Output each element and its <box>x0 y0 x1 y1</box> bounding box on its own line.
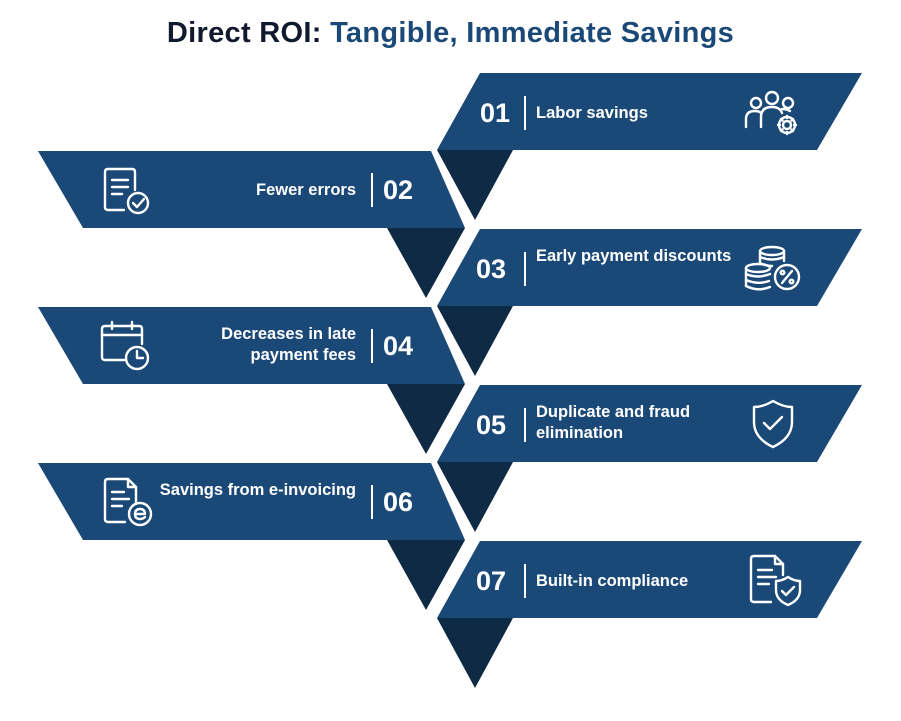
document-check-icon <box>103 167 150 215</box>
step-07-divider <box>524 564 526 598</box>
step-05-divider <box>524 408 526 442</box>
title-part-1: Direct ROI: <box>166 17 322 49</box>
step-03-number: 03 <box>476 254 507 284</box>
document-shield-icon <box>749 554 802 607</box>
step-03-label: Early payment discounts <box>536 247 732 265</box>
step-07-panel <box>437 541 862 618</box>
step-06-divider <box>371 485 373 519</box>
step-03-shadow <box>437 306 513 376</box>
step-02-label: Fewer errors <box>256 181 356 199</box>
people-gear-icon <box>744 90 798 136</box>
step-04-shadow <box>387 384 465 454</box>
step-01-label: Labor savings <box>536 104 648 122</box>
document-e-icon <box>103 477 153 527</box>
step-06-label: Savings from e-invoicing <box>159 481 356 499</box>
step-03-panel <box>437 229 862 306</box>
step-02-shadow <box>387 228 465 298</box>
step-06-number: 06 <box>383 487 414 517</box>
step-05-shadow <box>437 462 513 532</box>
step-06-panel <box>38 463 465 540</box>
step-05-label: Duplicate and fraud elimination <box>536 403 691 442</box>
step-05-panel <box>437 385 862 462</box>
step-06-shadow <box>387 540 465 610</box>
step-04-label: Decreases in late payment fees <box>221 325 356 364</box>
coins-percent-icon <box>744 245 801 291</box>
step-04-number: 04 <box>383 331 414 361</box>
step-07-label: Built-in compliance <box>536 572 689 590</box>
step-05-number: 05 <box>476 410 507 440</box>
step-01-number: 01 <box>480 98 511 128</box>
step-01-panel <box>437 73 862 150</box>
step-07-shadow <box>437 618 513 688</box>
shield-check-icon <box>752 399 794 449</box>
title-part-2: Tangible, Immediate Savings <box>330 17 735 49</box>
step-04-divider <box>371 329 373 363</box>
step-03-divider <box>524 252 526 286</box>
step-02-number: 02 <box>383 175 414 205</box>
calendar-clock-icon <box>100 320 150 371</box>
page-title: Direct ROI: Tangible, Immediate Savings <box>0 17 901 50</box>
step-07-number: 07 <box>476 566 507 596</box>
step-01-divider <box>524 96 526 130</box>
step-02-divider <box>371 173 373 207</box>
step-01-shadow <box>437 150 513 220</box>
